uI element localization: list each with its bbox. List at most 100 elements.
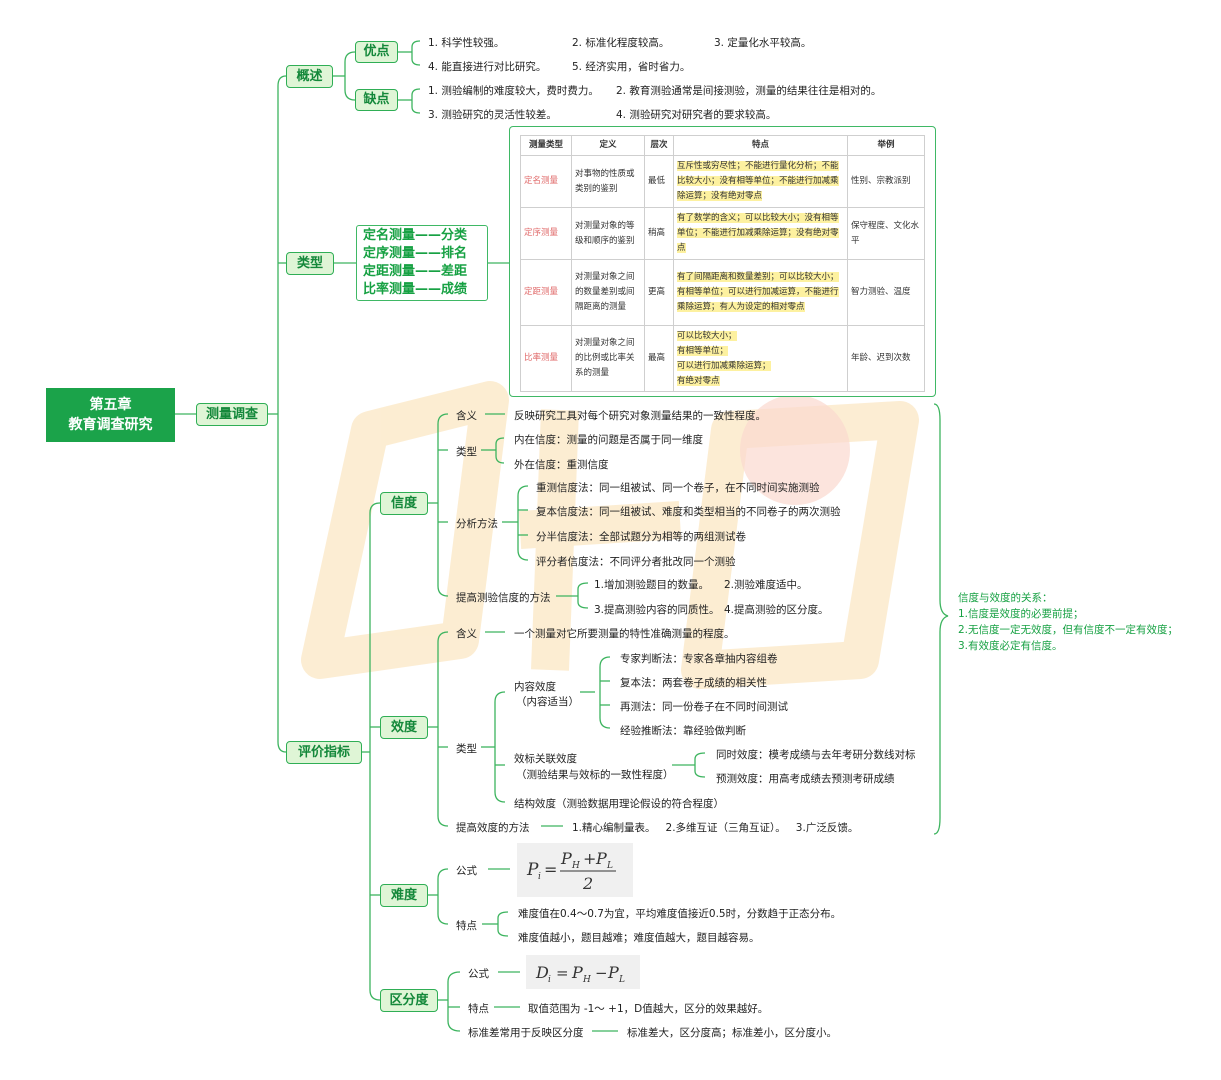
cell-ex: 保守程度、文化水平: [847, 207, 925, 260]
rel-type-1: 内在信度：测量的问题是否属于同一维度: [514, 434, 703, 446]
rel-type-2: 外在信度：重测信度: [514, 459, 609, 471]
diff-feat-2: 难度值越小，题目越难；难度值越大，题目越容易。: [518, 932, 760, 944]
cons-item-4: 4. 测验研究对研究者的要求较高。: [616, 109, 777, 121]
cons-item-3: 3. 测验研究的灵活性较差。: [428, 109, 557, 121]
cell-ex: 智力测验、温度: [847, 259, 925, 326]
rel-method-4: 评分者信度法：不同评分者批改同一个测验: [536, 556, 736, 568]
rel-type-key: 类型: [456, 446, 477, 458]
rel-method-key: 分析方法: [456, 518, 498, 530]
discrimination-formula-svg: D i = P H − P L: [535, 963, 625, 985]
node-types[interactable]: 类型: [286, 252, 334, 275]
val-content-3: 再测法：同一份卷子在不同时间测试: [620, 701, 788, 713]
rel-improve-3: 3.提高测验内容的同质性。: [594, 604, 720, 616]
node-measurement-survey[interactable]: 测量调查: [196, 403, 268, 426]
node-validity[interactable]: 效度: [380, 716, 428, 739]
th-def: 定义: [571, 135, 645, 156]
svg-text:+: +: [583, 849, 596, 868]
root-line2: 教育调查研究: [68, 417, 153, 433]
val-crit-key-2: （测验结果与效标的一致性程度）: [516, 769, 674, 781]
relation-title: 信度与效度的关系：: [958, 592, 1053, 604]
cell-type: 定距测量: [520, 259, 572, 326]
val-content-4: 经验推断法：靠经验做判断: [620, 725, 746, 737]
cell-ex: 性别、宗教派别: [847, 155, 925, 208]
pros-item-2: 2. 标准化程度较高。: [572, 37, 670, 49]
val-content-key-1: 内容效度: [514, 681, 556, 693]
node-reliability[interactable]: 信度: [380, 492, 428, 515]
node-cons[interactable]: 缺点: [355, 89, 398, 111]
cell-ex: 年龄、迟到次数: [847, 325, 925, 392]
types-item-ratio: 比率测量——成绩: [363, 282, 468, 297]
cell-def: 对测量对象的等级和顺序的鉴别: [571, 207, 645, 260]
th-feat: 特点: [673, 135, 848, 156]
measurement-types-table-panel: 测量类型 定义 层次 特点 举例 定名测量 对事物的性质或类别的鉴别 最低 互斥…: [509, 126, 936, 397]
cell-feat-text: 可以比较大小； 有相等单位； 可以进行加减乘除运算； 有绝对零点: [677, 330, 771, 386]
rel-improve-4: 4.提高测验的区分度。: [724, 604, 829, 616]
val-content-1: 专家判断法：专家各章抽内容组卷: [620, 653, 778, 665]
val-crit-1: 同时效度：模考成绩与去年考研分数线对标: [716, 749, 916, 761]
pros-item-4: 4. 能直接进行对比研究。: [428, 61, 547, 73]
val-content-2: 复本法：两套卷子成绩的相关性: [620, 677, 767, 689]
cell-type: 定序测量: [520, 207, 572, 260]
svg-text:D: D: [535, 963, 549, 982]
root-node[interactable]: 第五章 教育调查研究: [46, 388, 175, 442]
rel-meaning-key: 含义: [456, 410, 477, 422]
val-meaning-value: 一个测量对它所要测量的特性准确测量的程度。: [514, 628, 735, 640]
svg-text:−: −: [595, 964, 608, 982]
node-overview[interactable]: 概述: [286, 65, 333, 88]
rel-meaning-value: 反映研究工具对每个研究对象测量结果的一致性程度。: [514, 410, 766, 422]
cell-def: 对测量对象之间的比例或比率关系的测量: [571, 325, 645, 392]
svg-text:P: P: [526, 860, 539, 880]
svg-text:P: P: [560, 849, 572, 868]
pros-item-1: 1. 科学性较强。: [428, 37, 505, 49]
diff-formula-key: 公式: [456, 865, 477, 877]
diff-feat-key: 特点: [456, 920, 477, 932]
node-pros[interactable]: 优点: [355, 41, 398, 63]
val-improve-key: 提高效度的方法: [456, 822, 530, 834]
node-discrimination[interactable]: 区分度: [380, 989, 438, 1012]
relation-item-1: 1.信度是效度的必要前提；: [958, 608, 1084, 620]
rel-method-3: 分半信度法：全部试题分为相等的两组测试卷: [536, 531, 746, 543]
disc-formula-key: 公式: [468, 968, 489, 980]
cell-type: 定名测量: [520, 155, 572, 208]
cons-item-1: 1. 测验编制的难度较大，费时费力。: [428, 85, 599, 97]
table-row: 定序测量 对测量对象的等级和顺序的鉴别 稍高 有了数学的含义；可以比较大小；没有…: [520, 207, 925, 260]
node-eval-indicators[interactable]: 评价指标: [286, 741, 362, 764]
svg-text:2: 2: [582, 874, 593, 893]
svg-text:i: i: [548, 975, 551, 985]
th-ex: 举例: [847, 135, 925, 156]
cell-type: 比率测量: [520, 325, 572, 392]
cell-feat-text: 有了数学的含义；可以比较大小；没有相等单位；不能进行加减乘除运算；没有绝对零点: [677, 213, 839, 253]
svg-text:H: H: [582, 975, 591, 985]
th-type: 测量类型: [520, 135, 572, 156]
val-improve-value: 1.精心编制量表。 2.多维互证（三角互证）。 3.广泛反馈。: [572, 822, 859, 834]
diff-feat-1: 难度值在0.4～0.7为宜，平均难度值接近0.5时，分数趋于正态分布。: [518, 908, 842, 920]
val-structure: 结构效度（测验数据用理论假设的符合程度）: [514, 798, 724, 810]
disc-sd-key: 标准差常用于反映区分度: [468, 1027, 584, 1039]
svg-text:=: =: [556, 964, 569, 982]
reliability-validity-relation: 信度与效度的关系： 1.信度是效度的必要前提； 2.无信度一定无效度，但有信度不…: [958, 590, 1178, 654]
types-item-ordinal: 定序测量——排名: [363, 246, 468, 261]
pros-item-3: 3. 定量化水平较高。: [714, 37, 812, 49]
cell-level: 最低: [644, 155, 674, 208]
types-item-nominal: 定名测量——分类: [363, 228, 468, 243]
discrimination-formula: D i = P H − P L: [526, 955, 640, 989]
cell-feat: 可以比较大小； 有相等单位； 可以进行加减乘除运算； 有绝对零点: [673, 325, 848, 392]
pros-item-5: 5. 经济实用，省时省力。: [572, 61, 691, 73]
val-type-key: 类型: [456, 743, 477, 755]
rel-method-2: 复本信度法：同一组被试、难度和类型相当的不同卷子的两次测验: [536, 506, 841, 518]
disc-feat-value: 取值范围为 -1～ +1，D值越大，区分的效果越好。: [528, 1003, 769, 1015]
cell-level: 更高: [644, 259, 674, 326]
rel-improve-1: 1.增加测验题目的数量。: [594, 579, 710, 591]
watermark-logo: [301, 381, 919, 689]
svg-text:i: i: [538, 872, 541, 882]
svg-text:P: P: [571, 963, 583, 982]
cell-feat: 有了间隔距离和数量差别；可以比较大小；有相等单位；可以进行加减运算，不能进行乘除…: [673, 259, 848, 326]
cons-item-2: 2. 教育测验通常是间接测验，测量的结果往往是相对的。: [616, 85, 882, 97]
node-difficulty[interactable]: 难度: [380, 884, 428, 907]
th-level: 层次: [644, 135, 674, 156]
disc-sd-value: 标准差大，区分度高；标准差小，区分度小。: [627, 1027, 837, 1039]
disc-feat-key: 特点: [468, 1003, 489, 1015]
rel-improve-2: 2.测验难度适中。: [724, 579, 808, 591]
relation-item-3: 3.有效度必定有信度。: [958, 640, 1063, 652]
